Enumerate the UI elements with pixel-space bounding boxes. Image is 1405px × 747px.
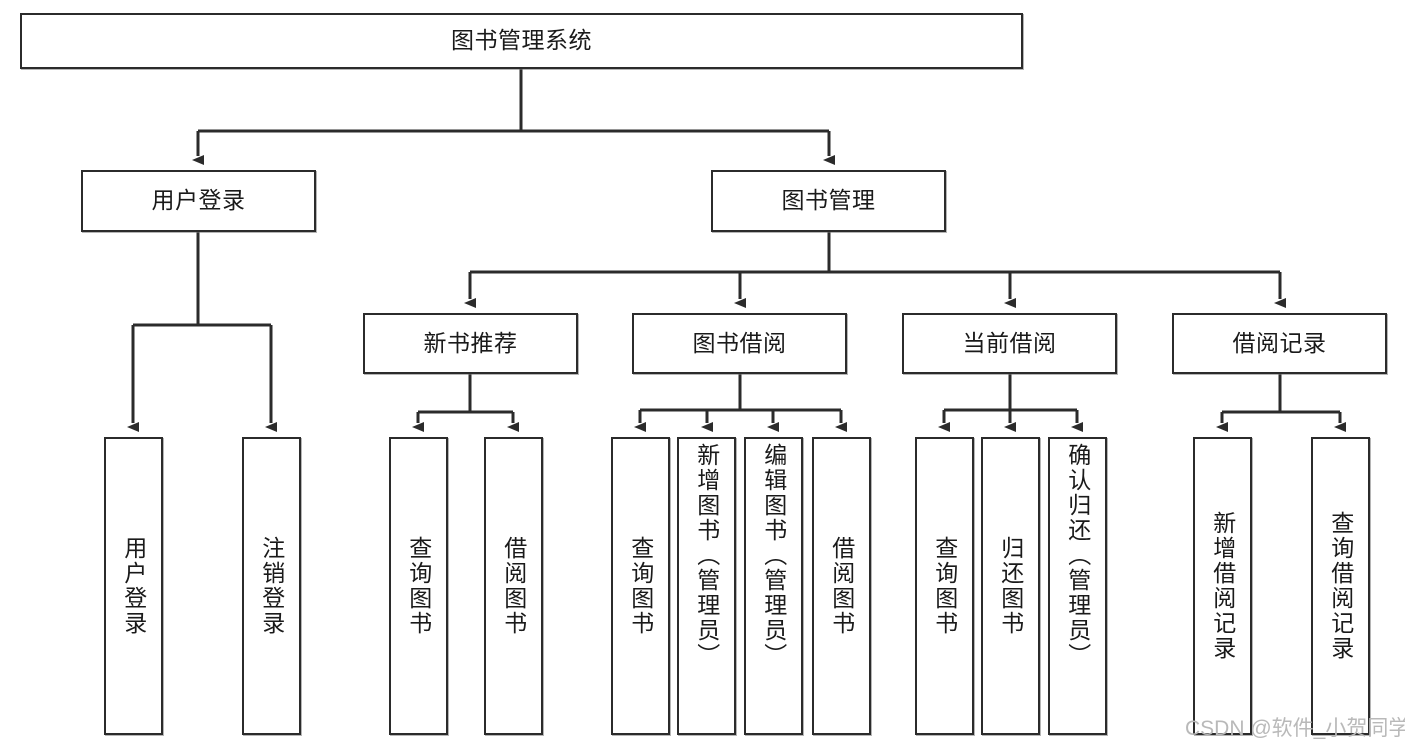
node-user-login[interactable]: 用户登录 — [81, 170, 316, 232]
leaf-query-borrow-record[interactable]: 查询借阅记录 — [1311, 437, 1370, 735]
leaf-query-book-borrow[interactable]: 查询图书 — [611, 437, 670, 735]
leaf-label: 查询图书 — [405, 536, 432, 636]
node-new-book-recommend[interactable]: 新书推荐 — [363, 313, 578, 374]
leaf-label: 查询图书 — [627, 536, 654, 636]
leaf-label: 用户登录 — [120, 536, 147, 636]
leaf-label: 查询借阅记录 — [1327, 511, 1354, 661]
leaf-label: 借阅图书 — [828, 536, 855, 636]
leaf-label: 新增图书（管理员） — [693, 443, 720, 668]
node-root[interactable]: 图书管理系统 — [20, 13, 1023, 69]
leaf-add-borrow-record[interactable]: 新增借阅记录 — [1193, 437, 1252, 735]
leaf-confirm-return-admin[interactable]: 确认归还（管理员） — [1048, 437, 1107, 735]
leaf-borrow-book-new[interactable]: 借阅图书 — [484, 437, 543, 735]
leaf-user-login[interactable]: 用户登录 — [104, 437, 163, 735]
leaf-label: 借阅图书 — [500, 536, 527, 636]
leaf-edit-book-admin[interactable]: 编辑图书（管理员） — [744, 437, 803, 735]
node-book-borrow[interactable]: 图书借阅 — [632, 313, 847, 374]
leaf-query-book-new[interactable]: 查询图书 — [389, 437, 448, 735]
leaf-return-book[interactable]: 归还图书 — [981, 437, 1040, 735]
leaf-label: 归还图书 — [997, 536, 1024, 636]
node-book-management[interactable]: 图书管理 — [711, 170, 946, 232]
leaf-user-logout[interactable]: 注销登录 — [242, 437, 301, 735]
node-current-borrow[interactable]: 当前借阅 — [902, 313, 1117, 374]
leaf-label: 查询图书 — [931, 536, 958, 636]
leaf-label: 注销登录 — [258, 536, 285, 636]
node-borrow-record[interactable]: 借阅记录 — [1172, 313, 1387, 374]
leaf-borrow-book[interactable]: 借阅图书 — [812, 437, 871, 735]
leaf-query-book-current[interactable]: 查询图书 — [915, 437, 974, 735]
leaf-label: 新增借阅记录 — [1209, 511, 1236, 661]
leaf-label: 编辑图书（管理员） — [760, 443, 787, 668]
leaf-add-book-admin[interactable]: 新增图书（管理员） — [677, 437, 736, 735]
leaf-label: 确认归还（管理员） — [1064, 443, 1091, 668]
